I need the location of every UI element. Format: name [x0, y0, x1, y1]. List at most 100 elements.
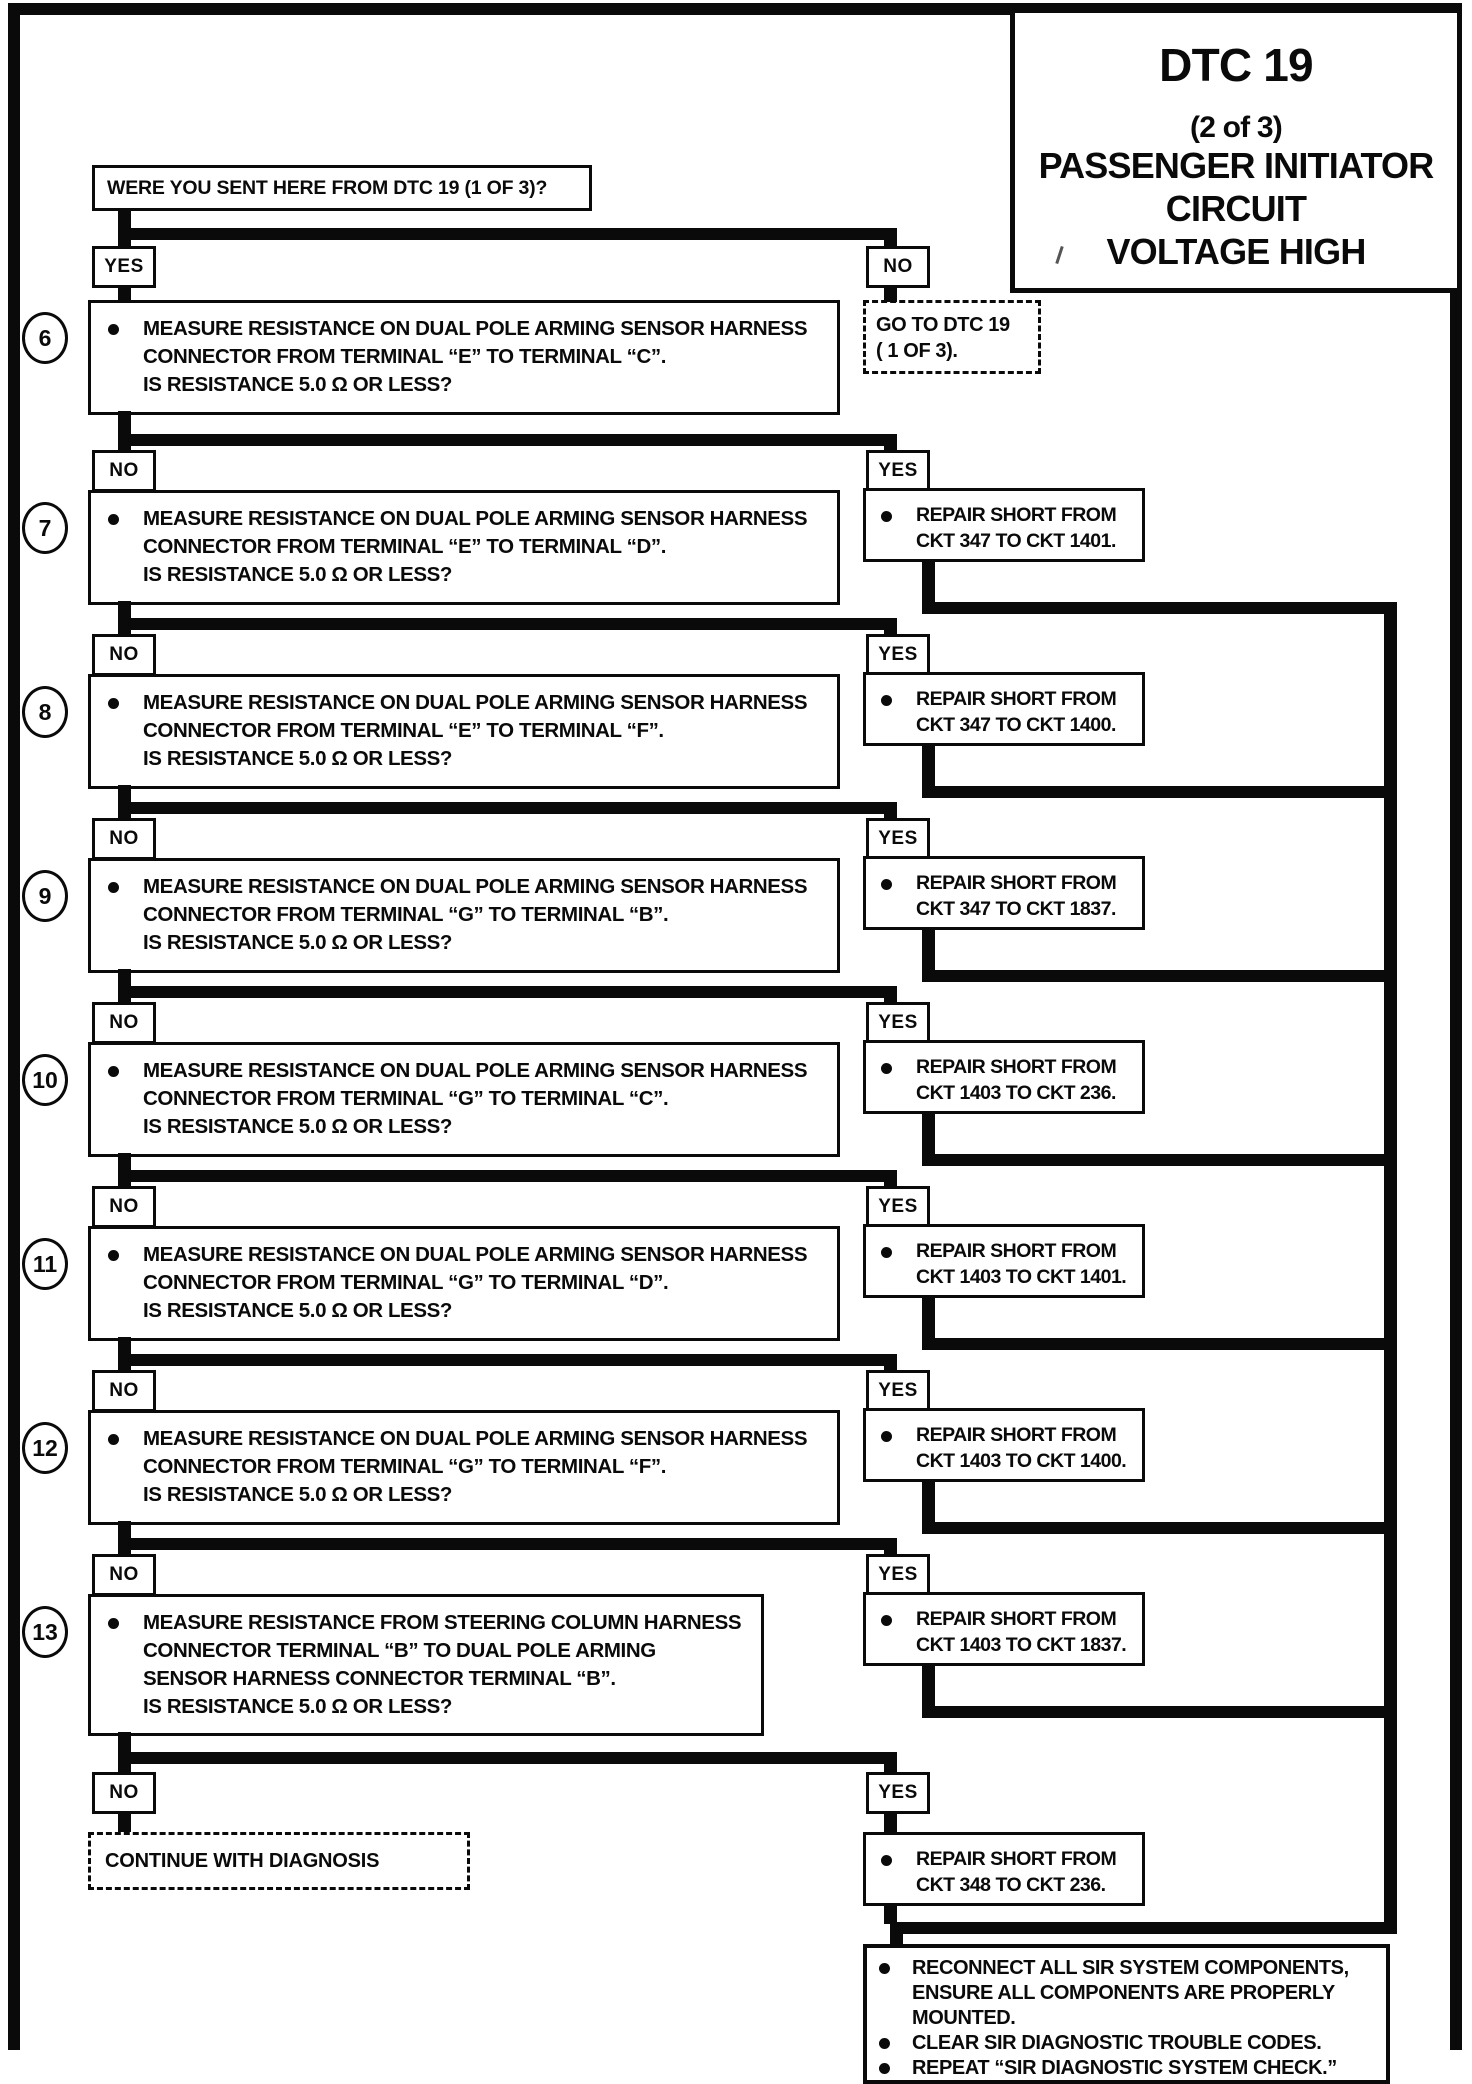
step-text-line: CONNECTOR FROM TERMINAL “G” TO TERMINAL …	[143, 1455, 666, 1478]
flow-connector	[884, 286, 897, 302]
flow-connector	[118, 1538, 897, 1550]
flow-connector	[922, 1522, 1397, 1534]
no-label-box: NO	[92, 634, 156, 676]
flow-connector	[118, 240, 131, 248]
step-text-line: IS RESISTANCE 5.0 Ω OR LESS?	[143, 563, 453, 586]
flow-connector	[922, 928, 935, 972]
step-text-line: IS RESISTANCE 5.0 Ω OR LESS?	[143, 373, 453, 396]
step-text-line: MEASURE RESISTANCE ON DUAL POLE ARMING S…	[143, 1243, 808, 1266]
repair-text-line: CKT 347 TO CKT 1401.	[916, 530, 1116, 552]
step-text-line: IS RESISTANCE 5.0 Ω OR LESS?	[143, 747, 453, 770]
step-number-badge: 12	[22, 1422, 68, 1474]
repair-text-line: REPAIR SHORT FROM	[916, 1240, 1117, 1262]
no-label-box: NO	[92, 1186, 156, 1228]
flow-connector	[118, 446, 131, 450]
page-border-left	[8, 3, 20, 2050]
step-text-line: CONNECTOR FROM TERMINAL “E” TO TERMINAL …	[143, 535, 666, 558]
flow-connector	[922, 560, 935, 604]
step-text: MEASURE RESISTANCE FROM STEERING COLUMN …	[143, 1609, 742, 1721]
flow-connector	[1384, 608, 1397, 1934]
flow-connector	[118, 228, 897, 240]
bullet-icon	[108, 698, 119, 709]
final-box-row: RECONNECT ALL SIR SYSTEM COMPONENTS,	[879, 1956, 1380, 1981]
step-text: MEASURE RESISTANCE ON DUAL POLE ARMING S…	[143, 1241, 808, 1325]
step-text: MEASURE RESISTANCE ON DUAL POLE ARMING S…	[143, 689, 808, 773]
step-text: MEASURE RESISTANCE ON DUAL POLE ARMING S…	[143, 873, 808, 957]
final-actions-box: RECONNECT ALL SIR SYSTEM COMPONENTS,ENSU…	[863, 1944, 1390, 2084]
flow-connector	[118, 998, 131, 1002]
bullet-icon	[108, 1618, 119, 1629]
step-text-line: IS RESISTANCE 5.0 Ω OR LESS?	[143, 931, 453, 954]
repair-text-line: CKT 1403 TO CKT 1400.	[916, 1450, 1127, 1472]
title-line-passenger: PASSENGER INITIATOR	[1038, 145, 1435, 186]
flow-connector	[118, 286, 131, 302]
yes-label-box: YES	[866, 634, 930, 676]
flow-connector	[884, 1906, 897, 1924]
no-label-box: NO	[92, 1370, 156, 1412]
start-question-text: WERE YOU SENT HERE FROM DTC 19 (1 OF 3)?	[107, 176, 548, 199]
flow-connector	[884, 814, 897, 818]
yes-label-box: YES	[866, 818, 930, 860]
flow-connector	[884, 998, 897, 1002]
repair-text-line: CKT 347 TO CKT 1400.	[916, 714, 1116, 736]
bullet-icon	[108, 1066, 119, 1077]
repair-text: REPAIR SHORT FROM CKT 1403 TO CKT 1401.	[916, 1238, 1127, 1290]
flow-connector	[118, 1182, 131, 1186]
no-label-box: NO	[866, 246, 930, 288]
step-text-line: MEASURE RESISTANCE ON DUAL POLE ARMING S…	[143, 317, 808, 340]
flow-connector	[118, 1752, 897, 1764]
step-text-line: CONNECTOR FROM TERMINAL “E” TO TERMINAL …	[143, 719, 664, 742]
flow-connector	[884, 446, 897, 450]
flow-connector	[118, 1812, 131, 1832]
step-box: MEASURE RESISTANCE FROM STEERING COLUMN …	[88, 1594, 764, 1736]
yes-label-box: YES	[92, 246, 156, 288]
continue-text: CONTINUE WITH DIAGNOSIS	[105, 1849, 380, 1872]
step-text-line: MEASURE RESISTANCE ON DUAL POLE ARMING S…	[143, 507, 808, 530]
bullet-icon	[108, 1250, 119, 1261]
flow-connector	[118, 411, 131, 438]
yes-label-box: YES	[866, 1002, 930, 1044]
yes-label-box: YES	[866, 1554, 930, 1596]
no-label-box: NO	[92, 1554, 156, 1596]
step-box: MEASURE RESISTANCE ON DUAL POLE ARMING S…	[88, 674, 840, 789]
step-text-line: IS RESISTANCE 5.0 Ω OR LESS?	[143, 1115, 453, 1138]
flow-connector	[118, 1170, 897, 1182]
final-box-line: CLEAR SIR DIAGNOSTIC TROUBLE CODES.	[912, 2032, 1322, 2054]
step-text-line: MEASURE RESISTANCE ON DUAL POLE ARMING S…	[143, 1059, 808, 1082]
final-box-line: ENSURE ALL COMPONENTS ARE PROPERLY	[912, 1982, 1335, 2004]
final-box-line: REPEAT “SIR DIAGNOSTIC SYSTEM CHECK.”	[912, 2057, 1337, 2079]
flow-connector	[118, 1366, 131, 1370]
flow-connector	[922, 744, 935, 788]
no-label-box: NO	[92, 450, 156, 492]
step-text-line: SENSOR HARNESS CONNECTOR TERMINAL “B”.	[143, 1667, 616, 1690]
bullet-icon	[881, 1063, 892, 1074]
flow-connector	[118, 986, 897, 998]
repair-text-line: CKT 1403 TO CKT 1837.	[916, 1634, 1127, 1656]
flow-connector	[118, 601, 131, 622]
final-box-row: ENSURE ALL COMPONENTS ARE PROPERLY	[879, 1981, 1380, 2006]
step-text: MEASURE RESISTANCE ON DUAL POLE ARMING S…	[143, 1425, 808, 1509]
step-text-line: CONNECTOR FROM TERMINAL “G” TO TERMINAL …	[143, 903, 669, 926]
flow-connector	[118, 618, 897, 630]
yes-label-box: YES	[866, 1370, 930, 1412]
title-line-voltage: VOLTAGE HIGH	[1106, 231, 1366, 272]
flow-connector	[884, 630, 897, 634]
bullet-icon	[108, 1434, 119, 1445]
repair-text-line: CKT 1403 TO CKT 1401.	[916, 1266, 1127, 1288]
flow-connector	[922, 1664, 935, 1708]
bullet-icon	[881, 879, 892, 890]
flow-connector	[922, 1480, 935, 1524]
step-box: MEASURE RESISTANCE ON DUAL POLE ARMING S…	[88, 1226, 840, 1341]
goto-line-1: GO TO DTC 19	[876, 314, 1010, 336]
flow-connector	[884, 1182, 897, 1186]
bullet-icon	[879, 1963, 890, 1974]
yes-label-box: YES	[866, 1772, 930, 1814]
